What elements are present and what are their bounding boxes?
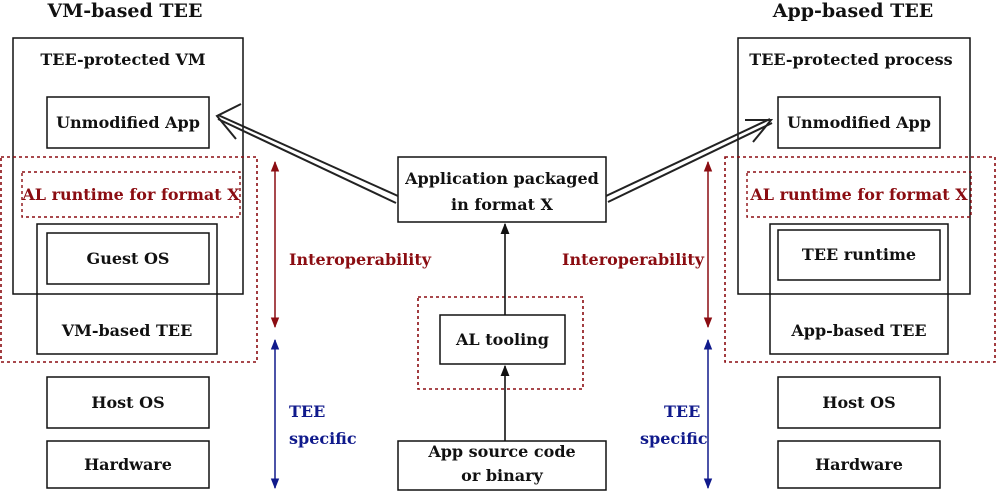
- left-hardware-label: Hardware: [84, 454, 172, 474]
- left-guest-os-label: Guest OS: [86, 248, 170, 268]
- left-app-box: [46, 96, 210, 149]
- right-tee-runtime-box: [777, 229, 941, 281]
- right-hardware-box: [777, 440, 941, 489]
- left-interop-label: Interoperability: [289, 250, 432, 269]
- left-guest-os-box: [46, 232, 210, 285]
- left-interop-region: [0, 156, 258, 363]
- al-tooling-label: AL tooling: [456, 329, 549, 349]
- left-title: VM-based TEE: [47, 0, 203, 22]
- right-interop-label: Interoperability: [562, 250, 705, 269]
- left-host-os-label: Host OS: [91, 392, 165, 412]
- right-host-os-box: [777, 376, 941, 429]
- right-hardware-label: Hardware: [815, 454, 903, 474]
- right-protected-process-box: [737, 37, 971, 295]
- right-al-runtime-box: [746, 171, 972, 218]
- right-protected-process-label: TEE-protected process: [749, 50, 953, 69]
- left-vm-tee-box: [36, 223, 218, 355]
- package-to-left-app-arrow: [215, 103, 399, 204]
- package-label-line2: in format X: [451, 195, 553, 214]
- left-al-runtime-box: [21, 171, 241, 218]
- left-hardware-box: [46, 440, 210, 489]
- left-app-label: Unmodified App: [56, 112, 200, 132]
- right-app-box: [777, 96, 941, 149]
- left-protected-vm-label: TEE-protected VM: [40, 50, 206, 69]
- package-box: [397, 156, 607, 223]
- source-label-line1: App source code: [428, 442, 576, 461]
- source-box: [397, 440, 607, 491]
- right-interop-region: [724, 156, 996, 363]
- right-host-os-label: Host OS: [822, 392, 896, 412]
- right-tee-specific-label-line2: specific: [640, 429, 708, 448]
- package-to-right-app-arrow: [605, 118, 774, 203]
- source-label-line2: or binary: [461, 466, 543, 485]
- right-app-label: Unmodified App: [787, 112, 931, 132]
- right-tee-specific-label-line1: TEE: [664, 402, 701, 421]
- al-tooling-region: [417, 296, 584, 390]
- right-app-tee-box: [769, 223, 949, 355]
- package-label-line1: Application packaged: [405, 169, 599, 188]
- al-tooling-box: [439, 314, 566, 365]
- left-host-os-box: [46, 376, 210, 429]
- right-tee-runtime-label: TEE runtime: [801, 245, 917, 264]
- right-title: App-based TEE: [772, 0, 934, 22]
- right-app-tee-label: App-based TEE: [791, 321, 927, 340]
- left-tee-specific-label-line2: specific: [289, 429, 357, 448]
- right-al-runtime-label: AL runtime for format X: [750, 184, 968, 204]
- left-al-runtime-label: AL runtime for format X: [22, 184, 240, 204]
- left-vm-tee-label: VM-based TEE: [61, 321, 193, 340]
- left-tee-specific-label-line1: TEE: [289, 402, 326, 421]
- left-protected-vm-box: [12, 37, 244, 295]
